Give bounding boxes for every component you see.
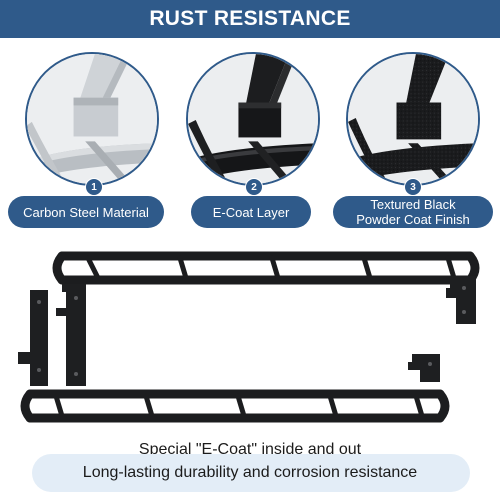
footer-line-1: Special "E-Coat" inside and out: [138, 441, 362, 458]
footer-highlight-pill: [32, 454, 470, 492]
rock-slider-product-image: [18, 251, 480, 423]
e-coat-closeup-image: [186, 52, 320, 186]
feature-number-badge: 1: [85, 178, 103, 196]
powder-coat-label-line2: Powder Coat Finish: [356, 212, 470, 227]
feature-number-badge: 3: [404, 178, 422, 196]
page-title: RUST RESISTANCE: [149, 7, 351, 30]
footer-line-2: Long-lasting durability and corrosion re…: [82, 464, 418, 481]
e-coat-label: E-Coat Layer: [191, 196, 311, 228]
powder-coat-closeup-image: [346, 52, 480, 186]
carbon-steel-label: Carbon Steel Material: [8, 196, 164, 228]
powder-coat-label: Textured Black Powder Coat Finish: [333, 196, 493, 228]
feature-number-badge: 2: [245, 178, 263, 196]
powder-coat-label-line1: Textured Black: [370, 197, 456, 212]
title-banner: RUST RESISTANCE: [0, 0, 500, 38]
carbon-steel-closeup-image: [25, 52, 159, 186]
